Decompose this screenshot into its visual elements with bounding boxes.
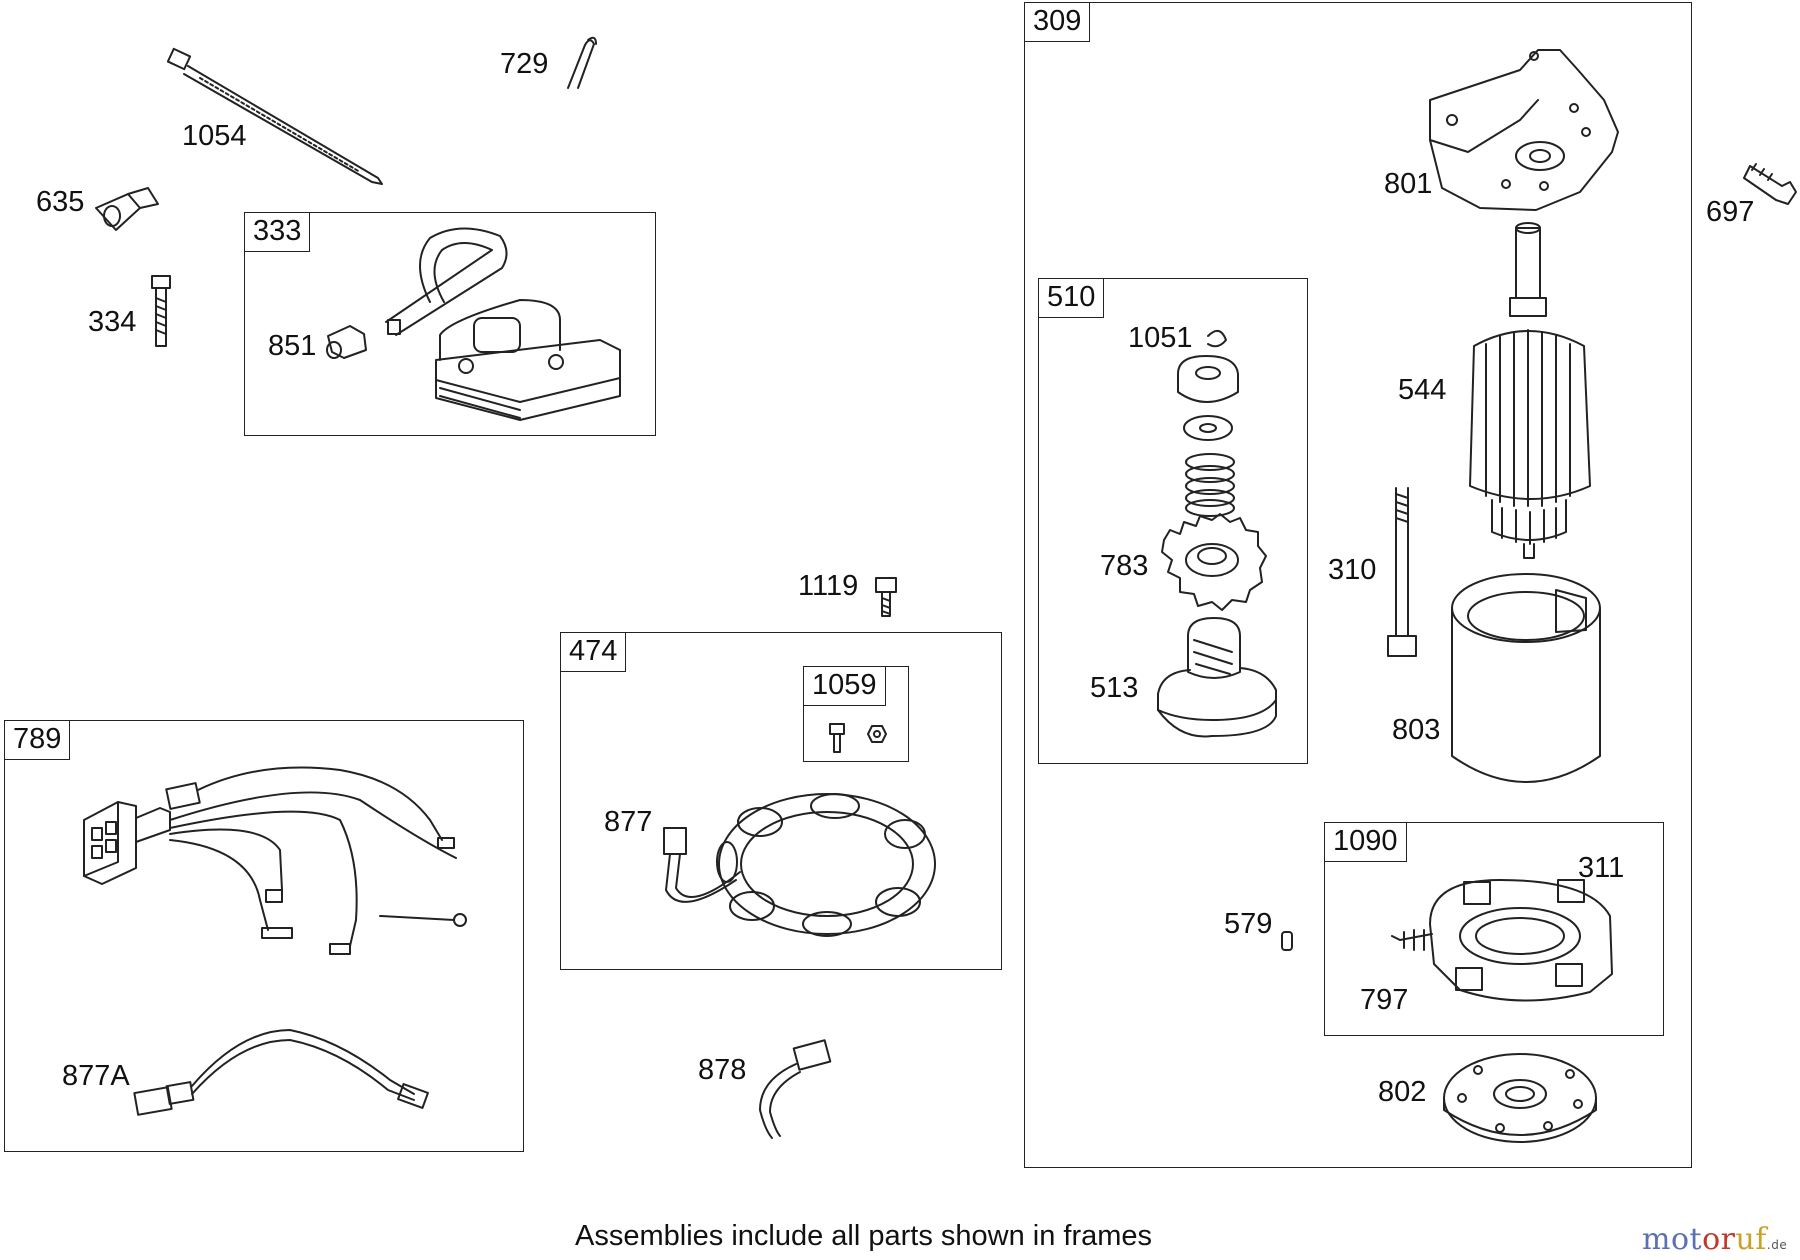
drive-assembly-part [1157, 617, 1277, 738]
frame-1059: 1059 [803, 666, 909, 762]
bolt-697-part [1743, 163, 1797, 205]
frame-333-id: 333 [245, 213, 311, 253]
cable-tie-part [166, 47, 383, 185]
mounting-bracket-part [1429, 49, 1619, 211]
motor-housing-part [1451, 573, 1601, 783]
armature-part [1469, 222, 1591, 559]
frame-789-id: 789 [5, 721, 71, 761]
washer-part [1183, 415, 1233, 441]
brush-holder-part [1391, 879, 1613, 1002]
through-bolt-part [1387, 487, 1417, 657]
callout-877A: 877A [62, 1060, 130, 1092]
stop-nut-part [1177, 355, 1239, 403]
brand-part-3: uf [1735, 1222, 1767, 1257]
callout-803: 803 [1392, 714, 1441, 746]
screw-334-part [151, 275, 171, 347]
frame-510-id: 510 [1039, 279, 1105, 319]
frame-1090-id: 1090 [1325, 823, 1407, 863]
frame-474-id: 474 [561, 633, 627, 673]
callout-1119: 1119 [798, 570, 859, 602]
end-cap-part [1443, 1053, 1597, 1143]
pinion-gear-part [1161, 513, 1267, 611]
screw-nut-1059-part [829, 723, 887, 753]
cotter-pin-part [567, 36, 597, 89]
callout-801: 801 [1384, 168, 1433, 200]
callout-802: 802 [1378, 1076, 1427, 1108]
frame-333: 333 [244, 212, 656, 436]
stator-part [663, 793, 936, 937]
frame-309-id: 309 [1025, 3, 1091, 43]
brand-logo: motoruf.de [1642, 1222, 1787, 1257]
callout-783: 783 [1100, 550, 1149, 582]
frame-1059-id: 1059 [804, 667, 886, 707]
retaining-ring-part [1207, 329, 1227, 348]
brand-tld: .de [1766, 1238, 1788, 1252]
callout-1051: 1051 [1128, 322, 1193, 354]
frame-474: 474 [560, 632, 1002, 970]
callout-513: 513 [1090, 672, 1139, 704]
callout-729: 729 [500, 48, 549, 80]
callout-310: 310 [1328, 554, 1377, 586]
callout-544: 544 [1398, 374, 1447, 406]
frame-309: 309 [1024, 2, 1692, 1168]
frame-1090: 1090 [1324, 822, 1664, 1036]
callout-311: 311 [1578, 852, 1625, 884]
connector-878-part [759, 1039, 832, 1139]
callout-878: 878 [698, 1054, 747, 1086]
elbow-boot-part [95, 187, 159, 231]
wiring-harness-part [83, 766, 467, 955]
callout-635: 635 [36, 186, 85, 218]
diagram-caption: Assemblies include all parts shown in fr… [575, 1220, 1153, 1252]
callout-1054: 1054 [182, 120, 247, 152]
clip-579-part [1281, 931, 1293, 951]
bolt-1119-part [875, 577, 897, 617]
adapter-877A-part [133, 1029, 429, 1116]
callout-579: 579 [1224, 908, 1273, 940]
spark-plug-boot-part [326, 325, 367, 359]
brand-part-1: mot [1642, 1222, 1703, 1257]
callout-334: 334 [88, 306, 137, 338]
callout-877: 877 [604, 806, 653, 838]
frame-789: 789 [4, 720, 524, 1152]
callout-797: 797 [1360, 984, 1409, 1016]
brand-part-2: or [1702, 1222, 1736, 1257]
frame-510: 510 [1038, 278, 1308, 764]
callout-697: 697 [1706, 196, 1755, 228]
ignition-coil-part [385, 227, 621, 421]
spring-part [1185, 453, 1235, 517]
callout-851: 851 [268, 330, 317, 362]
